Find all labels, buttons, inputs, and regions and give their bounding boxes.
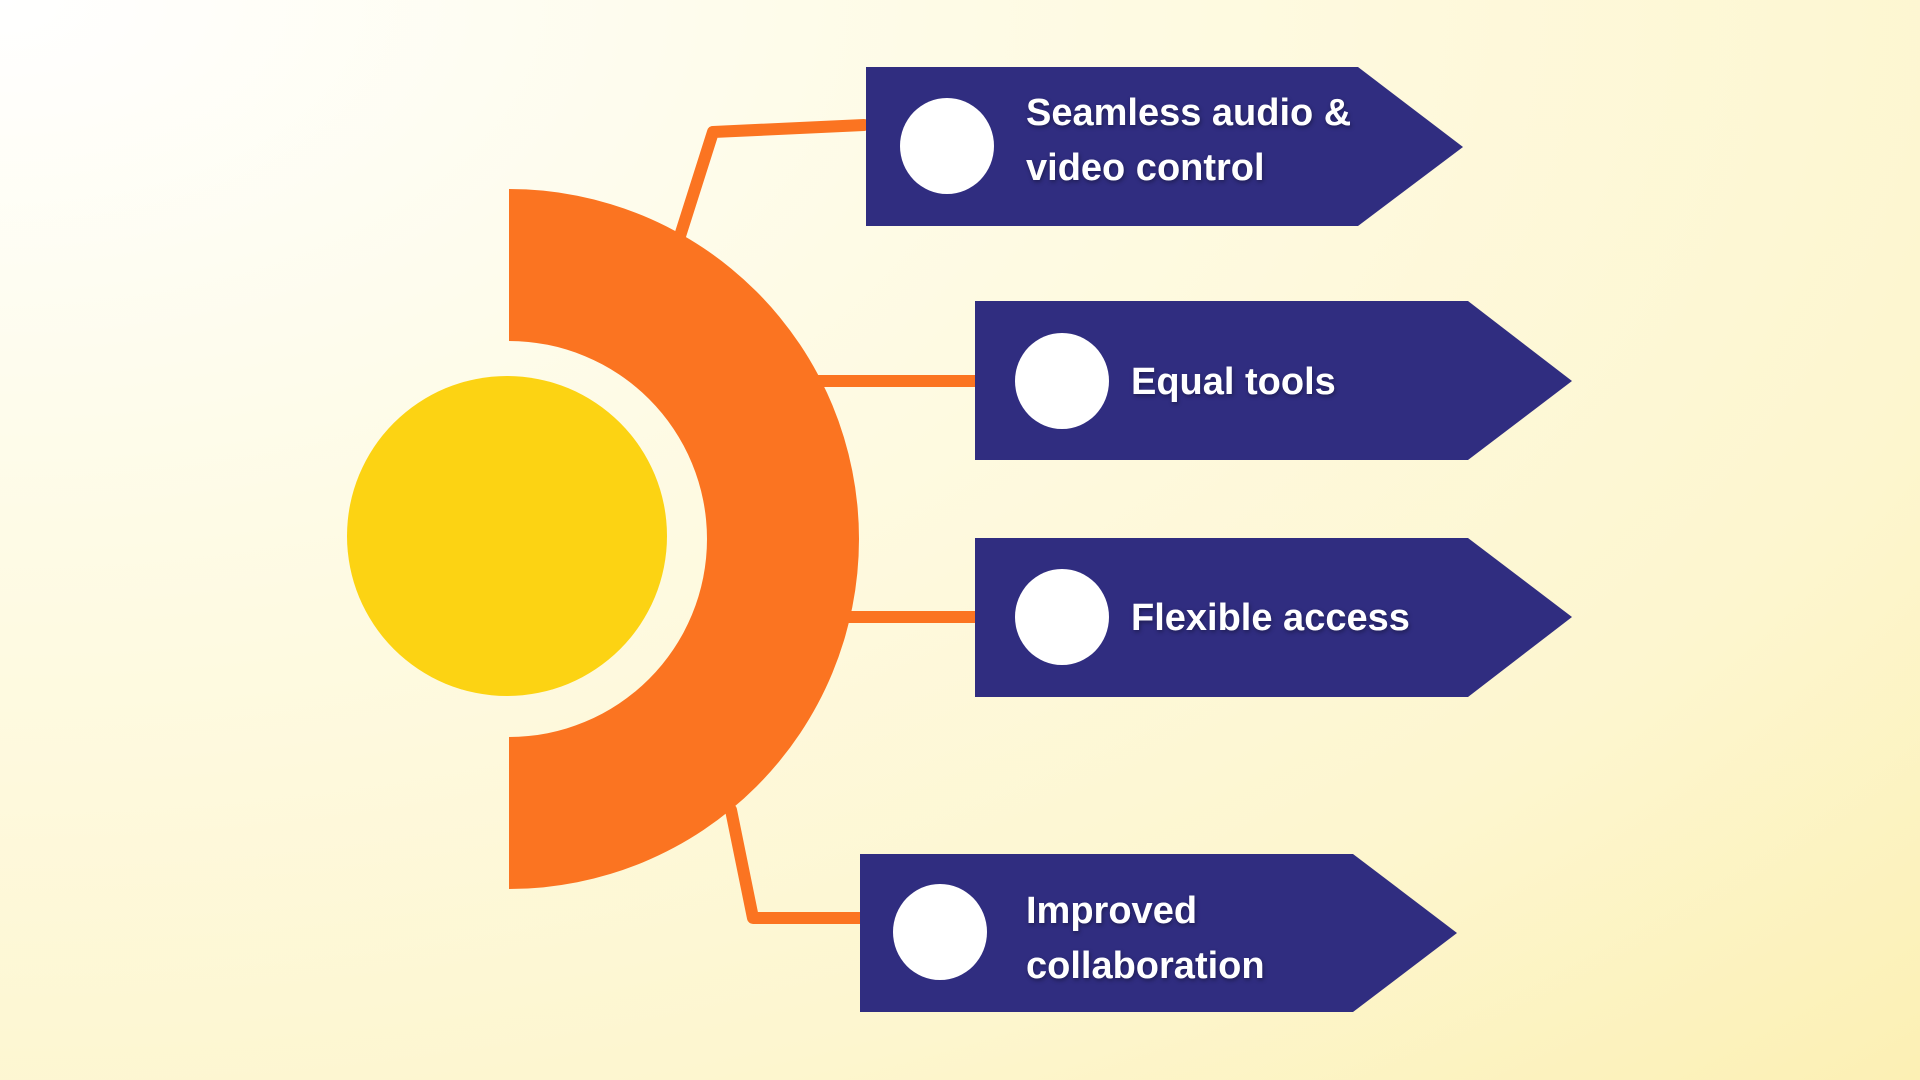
yellow-core-circle (347, 376, 667, 696)
feature-label: Improved collaboration (1026, 890, 1265, 987)
orange-half-ring (509, 189, 859, 889)
arrow-banner (975, 538, 1572, 697)
connector-1 (674, 119, 870, 242)
circle-icon (1015, 569, 1109, 665)
feature-item-4: Improved collaboration (860, 854, 1457, 1012)
feature-item-2: Equal tools (975, 301, 1572, 460)
arrow-banner (975, 301, 1572, 460)
feature-label: Equal tools (1131, 361, 1336, 403)
arrow-banner (866, 67, 1463, 226)
feature-item-1: Seamless audio & video control (866, 67, 1463, 226)
feature-label: Seamless audio & video control (1026, 92, 1362, 189)
feature-label: Flexible access (1131, 597, 1410, 639)
connector-4 (725, 804, 866, 924)
feature-item-3: Flexible access (975, 538, 1572, 697)
circle-icon (893, 884, 987, 980)
arrow-banner (860, 854, 1457, 1012)
circle-icon (1015, 333, 1109, 429)
circle-icon (900, 98, 994, 194)
